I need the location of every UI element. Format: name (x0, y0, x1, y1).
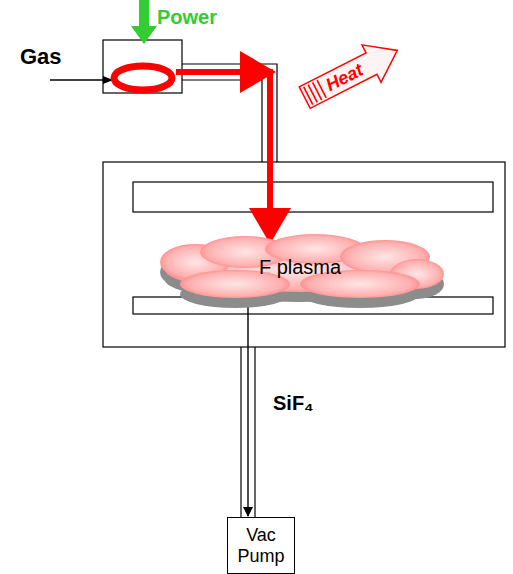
exhaust-flow-arrow (247, 302, 248, 516)
heat-arrow: Heat (294, 30, 408, 117)
text-holder: F plasma (259, 256, 341, 279)
flow-arrow (267, 69, 273, 226)
plasma-cloud: F plasma (155, 232, 445, 302)
power-label: Power (157, 6, 217, 29)
gas-label: Gas (20, 44, 62, 70)
source-box (103, 40, 182, 93)
chamber (103, 162, 505, 347)
edge-label: SiF₄ (273, 392, 314, 415)
pipe (182, 64, 277, 162)
power-arrow (131, 0, 157, 44)
gas-arrow (50, 79, 112, 80)
flow-arrow (176, 69, 258, 75)
plasma-ring (114, 66, 172, 90)
pump-box: Vac Pump (227, 517, 295, 574)
text-holder: Vac Pump (232, 525, 290, 566)
node-text: Vac Pump (232, 525, 290, 566)
node-text: F plasma (259, 256, 341, 279)
upper-electrode (133, 182, 493, 212)
